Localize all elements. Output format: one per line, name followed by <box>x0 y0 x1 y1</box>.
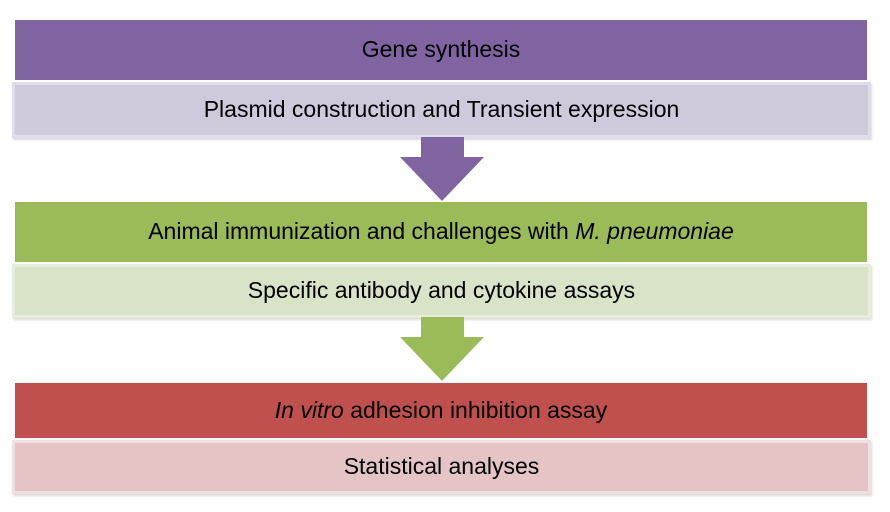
stage3-sub-band: Statistical analyses <box>12 440 871 494</box>
stage1-header-band: Gene synthesis <box>15 20 867 80</box>
text-segment: Statistical analyses <box>343 453 540 480</box>
stage1-sub-band: Plasmid construction and Transient expre… <box>12 82 871 138</box>
text-segment: Plasmid construction and Transient expre… <box>203 96 680 123</box>
text-segment: Animal immunization and challenges with <box>148 218 576 245</box>
text-segment: In vitro <box>274 396 344 423</box>
text-segment: Specific antibody and cytokine assays <box>247 277 636 304</box>
arrow-head <box>400 337 484 381</box>
arrow-stem <box>420 137 464 157</box>
text-segment: Gene synthesis <box>361 36 521 63</box>
arrow-head <box>400 157 484 201</box>
text-segment: M. pneumoniae <box>575 218 734 245</box>
arrow-stem <box>420 317 464 337</box>
stage3-header-band: In vitro adhesion inhibition assay <box>15 383 867 438</box>
arrow-down-icon-1 <box>400 137 484 201</box>
stage2-sub-band: Specific antibody and cytokine assays <box>12 264 871 318</box>
arrow-down-icon-2 <box>400 317 484 381</box>
text-segment: adhesion inhibition assay <box>343 396 608 423</box>
stage2-header-band: Animal immunization and challenges with … <box>15 202 867 262</box>
